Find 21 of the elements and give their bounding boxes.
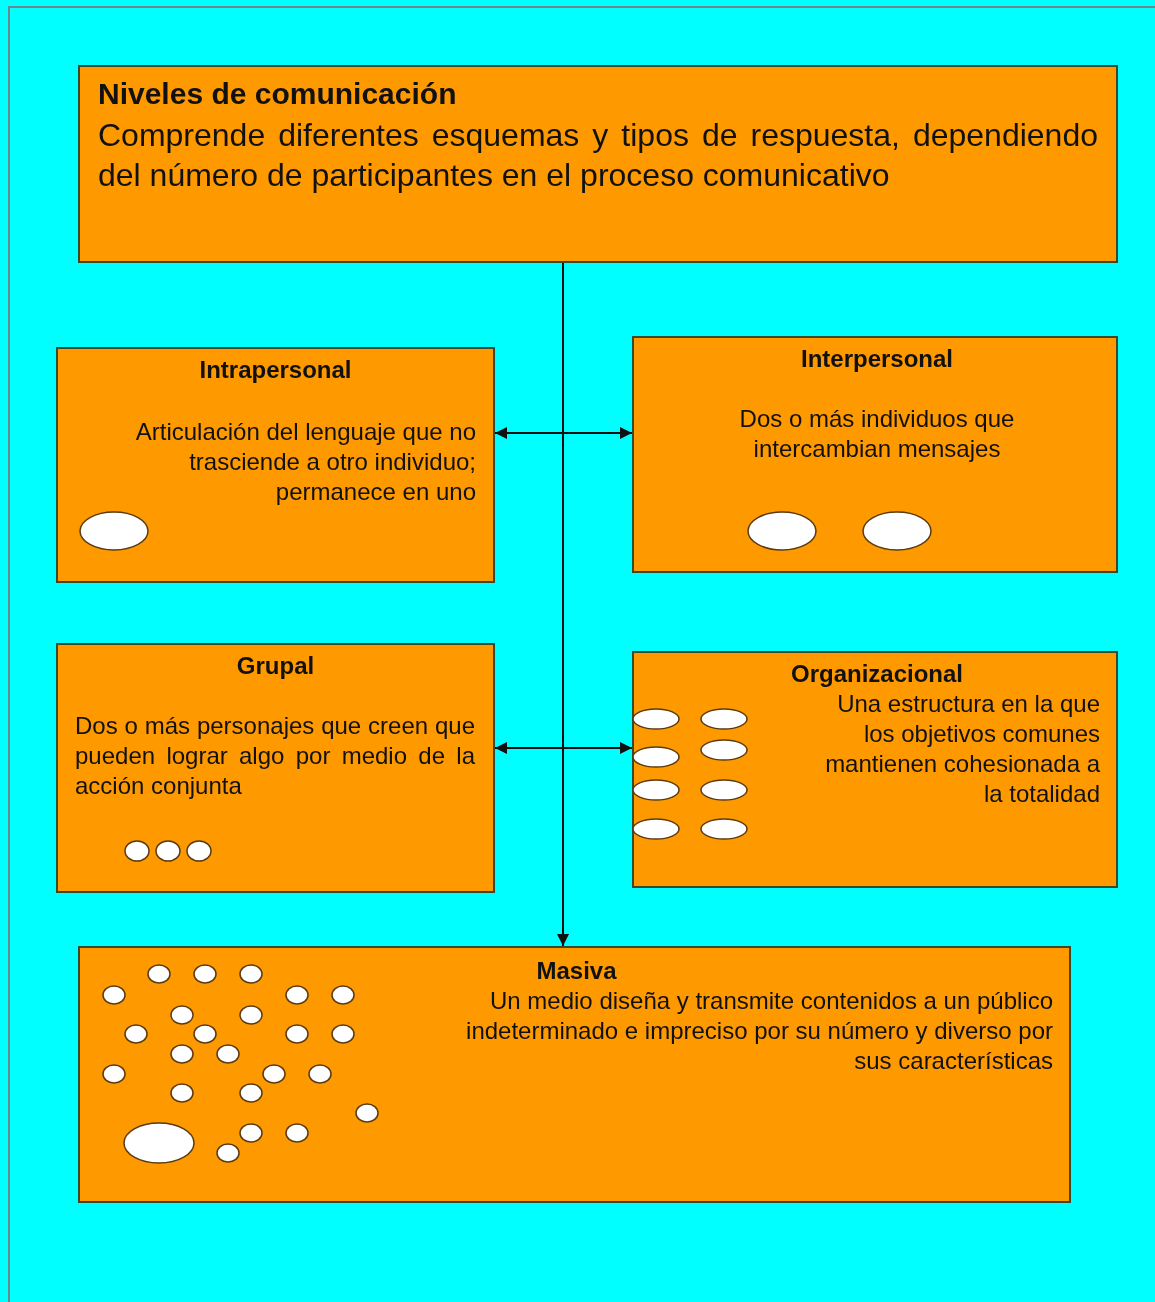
box-heading: Masiva	[535, 956, 618, 986]
arrow	[494, 427, 633, 439]
box-heading: Grupal	[235, 651, 316, 681]
box-description: Comprende diferentes esquemas y tipos de respuesta, dependiendo del número de participantes en el proceso comunicativo	[98, 116, 1098, 195]
box-description: Dos o más individuos que intercambian mensajes	[738, 404, 1016, 464]
arrow	[494, 742, 633, 754]
box-heading: Interpersonal	[799, 344, 954, 374]
box-heading: Organizacional	[789, 659, 964, 689]
box-description: Dos o más personajes que creen que pueden lograr algo por medio de la acción conjunta	[75, 711, 475, 801]
box-description: Articulación del lenguaje que no trasciende a otro individuo; permanece en uno	[134, 417, 476, 507]
box-description: Una estructura en la que los objetivos comunes mantienen cohesionada a la totalidad	[824, 689, 1100, 809]
process-box	[78, 65, 1118, 263]
process-box	[78, 946, 1071, 1203]
process-box	[56, 347, 495, 583]
box-description: Un medio diseña y transmite contenidos a un público indeterminado e impreciso por su número y diverso por sus características	[465, 986, 1053, 1076]
process-box	[56, 643, 495, 893]
box-heading: Niveles de comunicación	[98, 76, 458, 112]
process-box	[632, 651, 1118, 888]
box-heading: Intrapersonal	[198, 355, 353, 385]
process-box	[632, 336, 1118, 573]
arrow	[557, 262, 569, 947]
